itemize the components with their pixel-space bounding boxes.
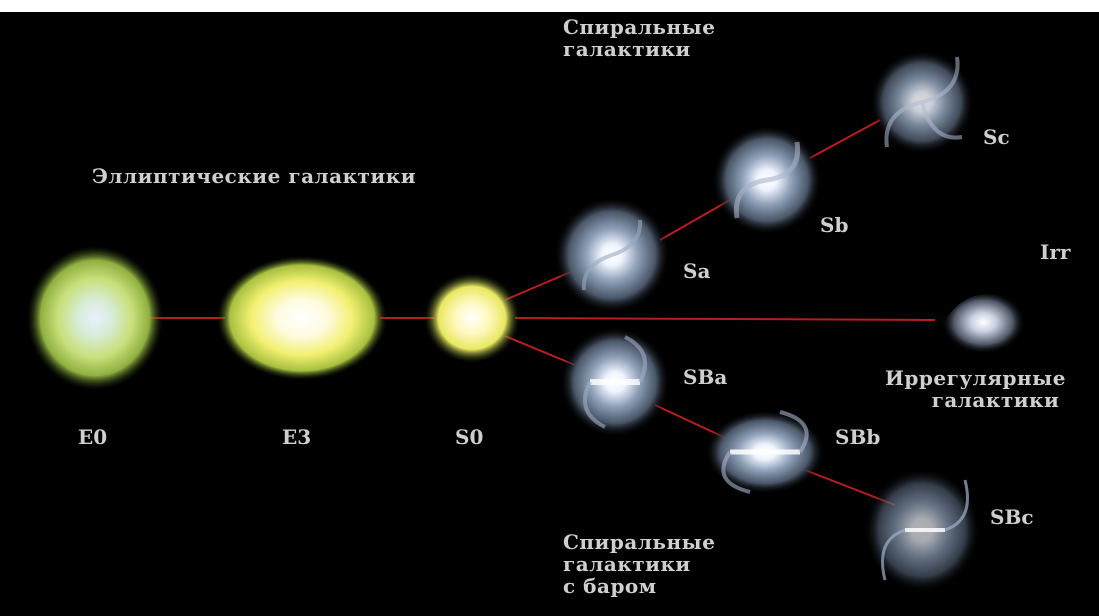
galaxy-sbc-shape: [864, 468, 980, 592]
galaxy-s0-shape: [424, 273, 520, 363]
galaxy-irr-shape: [941, 290, 1026, 354]
group-label-barred-line3: с баром: [563, 574, 657, 598]
class-label-s0: S0: [455, 425, 484, 449]
class-label-sc: Sc: [983, 125, 1010, 149]
group-label-spiral-line1: Спиральные: [563, 15, 716, 39]
group-label-spiral-line2: галактики: [563, 37, 691, 61]
class-label-sa: Sa: [683, 259, 711, 283]
galaxy-sb-shape: [712, 125, 822, 235]
connector-sa-sb: [659, 199, 731, 241]
group-label-irregular-line2: галактики: [931, 388, 1060, 412]
group-label-elliptical: Эллиптические галактики: [92, 164, 417, 188]
class-label-sba: SBa: [683, 365, 728, 389]
connector-s0-irr: [514, 317, 936, 321]
class-label-e3: E3: [282, 425, 312, 449]
class-label-sbc: SBc: [990, 505, 1034, 529]
galaxy-sc-shape: [870, 50, 974, 154]
connector-s0-sba: [504, 335, 576, 366]
group-label-irregular-line1: Иррегулярные: [885, 366, 1066, 390]
connector-lines: [150, 119, 936, 506]
class-label-sb: Sb: [820, 213, 849, 237]
group-label-spiral: Спиральные галактики: [563, 16, 715, 60]
class-label-e0: E0: [78, 425, 108, 449]
galaxy-e3-shape: [217, 256, 387, 380]
group-label-irregular: Иррегулярные галактики: [885, 367, 1066, 411]
class-label-irr: Irr: [1040, 240, 1071, 264]
class-label-sbb: SBb: [835, 425, 881, 449]
group-label-barred-line2: галактики: [563, 552, 691, 576]
group-label-barred-line1: Спиральные: [563, 530, 716, 554]
galaxy-sbb-shape: [705, 410, 825, 494]
galaxy-sa-shape: [554, 197, 670, 313]
galaxy-sba-shape: [560, 327, 670, 437]
group-label-barred-spiral: Спиральные галактики с баром: [563, 531, 715, 597]
galaxy-e0-shape: [27, 246, 163, 390]
connector-sb-sc: [809, 119, 881, 159]
